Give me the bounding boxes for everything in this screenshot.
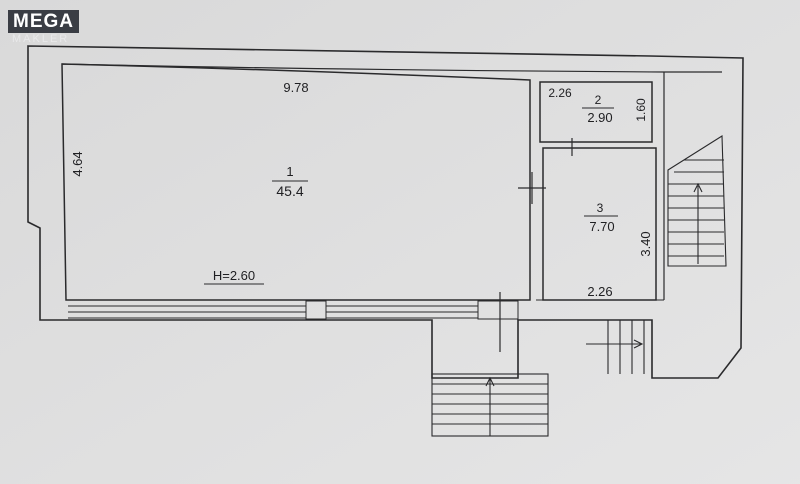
room-3-area: 7.70 <box>589 219 614 234</box>
room-2-outline <box>539 81 653 143</box>
staircase-bottom <box>431 373 549 437</box>
dim-room3-depth: 3.40 <box>638 231 653 256</box>
dim-ceiling-height: H=2.60 <box>213 268 255 283</box>
watermark-brand: MEGA <box>8 10 79 33</box>
staircase-landing <box>586 320 645 374</box>
watermark-sub: MAKLER <box>12 33 70 45</box>
dim-room1-width: 4.64 <box>70 151 85 176</box>
watermark-logo: MEGA MAKLER <box>8 10 79 45</box>
staircase-right <box>667 135 727 267</box>
outer-wall-outline <box>27 45 744 379</box>
window-strip <box>66 299 530 320</box>
dim-room1-length: 9.78 <box>283 80 308 95</box>
room-2-area: 2.90 <box>587 110 612 125</box>
room-3-number: 3 <box>597 201 604 215</box>
room-1-number: 1 <box>286 164 293 179</box>
room-1-outline <box>61 63 531 301</box>
room-1-area: 45.4 <box>276 183 303 199</box>
dim-room3-width: 2.26 <box>587 284 612 299</box>
dim-room2-width: 2.26 <box>548 86 572 100</box>
dim-room2-depth: 1.60 <box>634 98 648 122</box>
room-2-number: 2 <box>595 93 602 107</box>
door-marker-room3 <box>518 172 546 204</box>
